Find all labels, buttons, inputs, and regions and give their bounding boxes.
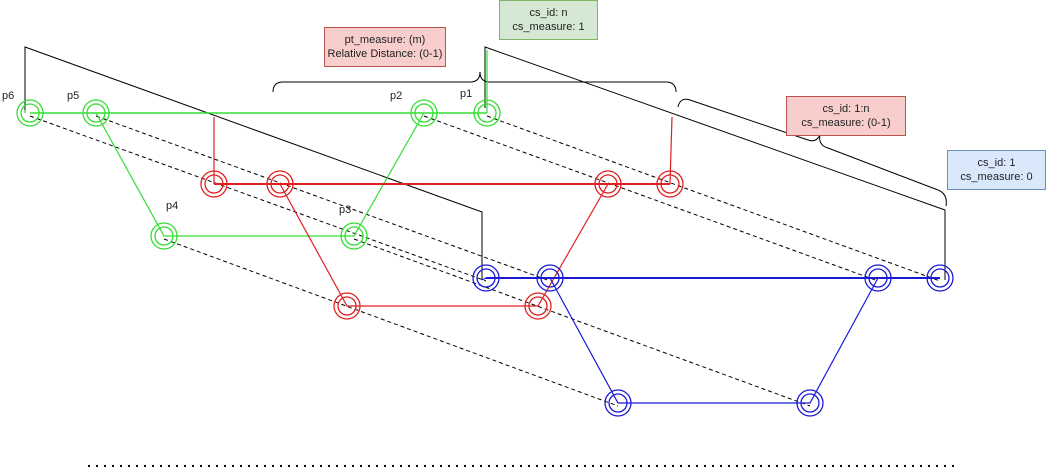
red-point-c-inner bbox=[598, 174, 618, 194]
section-points bbox=[16, 99, 954, 417]
cs-n-box: cs_id: n cs_measure: 1 bbox=[499, 0, 598, 40]
frame-lines bbox=[24, 46, 946, 280]
red-point-c-outer bbox=[594, 170, 622, 198]
blue-point-f-inner bbox=[800, 393, 820, 413]
cs-1-box: cs_id: 1 cs_measure: 0 bbox=[947, 150, 1046, 190]
red-point-b-outer bbox=[266, 170, 294, 198]
blue-riser-left bbox=[481, 277, 487, 281]
green-point-p3-outer bbox=[340, 222, 368, 250]
cs-1-line2: cs_measure: 0 bbox=[960, 171, 1033, 183]
red-point-f-outer bbox=[524, 292, 552, 320]
frame-line-left bbox=[24, 46, 483, 280]
point-label-p6: p6 bbox=[2, 90, 15, 102]
point-label-p4: p4 bbox=[166, 200, 179, 212]
red-point-e-outer bbox=[333, 292, 361, 320]
blue-point-d-inner bbox=[930, 268, 950, 288]
blue-point-e-inner bbox=[608, 393, 628, 413]
blue-profile-line bbox=[549, 277, 879, 404]
red-point-a-inner bbox=[204, 174, 224, 194]
blue-point-b-outer bbox=[536, 264, 564, 292]
green-point-p2-outer bbox=[410, 99, 438, 127]
blue-point-d-outer bbox=[926, 264, 954, 292]
blue-point-f-outer bbox=[796, 389, 824, 417]
green-profile-line bbox=[95, 112, 425, 237]
pt-measure-line2: Relative Distance: (0-1) bbox=[327, 48, 443, 60]
dashed-connector-p2 bbox=[423, 115, 879, 282]
green-point-p1-outer bbox=[473, 99, 501, 127]
blue-point-c-outer bbox=[864, 264, 892, 292]
point-label-p2: p2 bbox=[390, 90, 403, 102]
frame-line-right bbox=[484, 46, 946, 280]
cs-1n-line1: cs_id: 1:n bbox=[822, 103, 870, 115]
point-label-p3: p3 bbox=[339, 204, 352, 216]
point-label-p5: p5 bbox=[67, 90, 80, 102]
green-point-p3-inner bbox=[344, 226, 364, 246]
brace-group bbox=[272, 71, 947, 207]
red-point-a-outer bbox=[200, 170, 228, 198]
cs-1n-line2: cs_measure: (0-1) bbox=[801, 117, 891, 129]
red-point-d-inner bbox=[660, 174, 680, 194]
blue-point-c-inner bbox=[868, 268, 888, 288]
dashed-connector-p3 bbox=[353, 238, 811, 407]
red-point-d-outer bbox=[656, 170, 684, 198]
cs-n-line2: cs_measure: 1 bbox=[512, 21, 585, 33]
cs-n-line1: cs_id: n bbox=[529, 7, 568, 19]
red-profile-line bbox=[279, 183, 609, 307]
pt-measure-line1: pt_measure: (m) bbox=[344, 34, 426, 46]
point-label-p1: p1 bbox=[460, 88, 473, 100]
green-point-p4-inner bbox=[154, 226, 174, 246]
green-point-p5-outer bbox=[82, 99, 110, 127]
dashed-connector-p5 bbox=[95, 115, 551, 282]
section-lines bbox=[24, 50, 940, 404]
red-riser-right bbox=[669, 116, 673, 185]
green-point-p6-inner bbox=[20, 103, 40, 123]
cs-1n-box: cs_id: 1:n cs_measure: (0-1) bbox=[786, 96, 906, 136]
dashed-connector-p6 bbox=[29, 115, 487, 282]
dashed-connector-p4 bbox=[163, 238, 619, 407]
blue-point-e-outer bbox=[604, 389, 632, 417]
blue-point-b-inner bbox=[540, 268, 560, 288]
pt-measure-box: pt_measure: (m) Relative Distance: (0-1) bbox=[324, 27, 446, 67]
blue-point-a-inner bbox=[476, 268, 496, 288]
green-point-p4-outer bbox=[150, 222, 178, 250]
green-point-p1-inner bbox=[477, 103, 497, 123]
brace-top bbox=[272, 71, 677, 93]
green-point-p2-inner bbox=[414, 103, 434, 123]
red-point-f-inner bbox=[528, 296, 548, 316]
blue-point-a-outer bbox=[472, 264, 500, 292]
green-point-p5-inner bbox=[86, 103, 106, 123]
green-point-p6-outer bbox=[16, 99, 44, 127]
cs-1-line1: cs_id: 1 bbox=[977, 157, 1016, 169]
dashed-connector-p1 bbox=[486, 115, 941, 282]
red-point-e-inner bbox=[337, 296, 357, 316]
dashed-connectors bbox=[29, 115, 941, 407]
red-point-b-inner bbox=[270, 174, 290, 194]
